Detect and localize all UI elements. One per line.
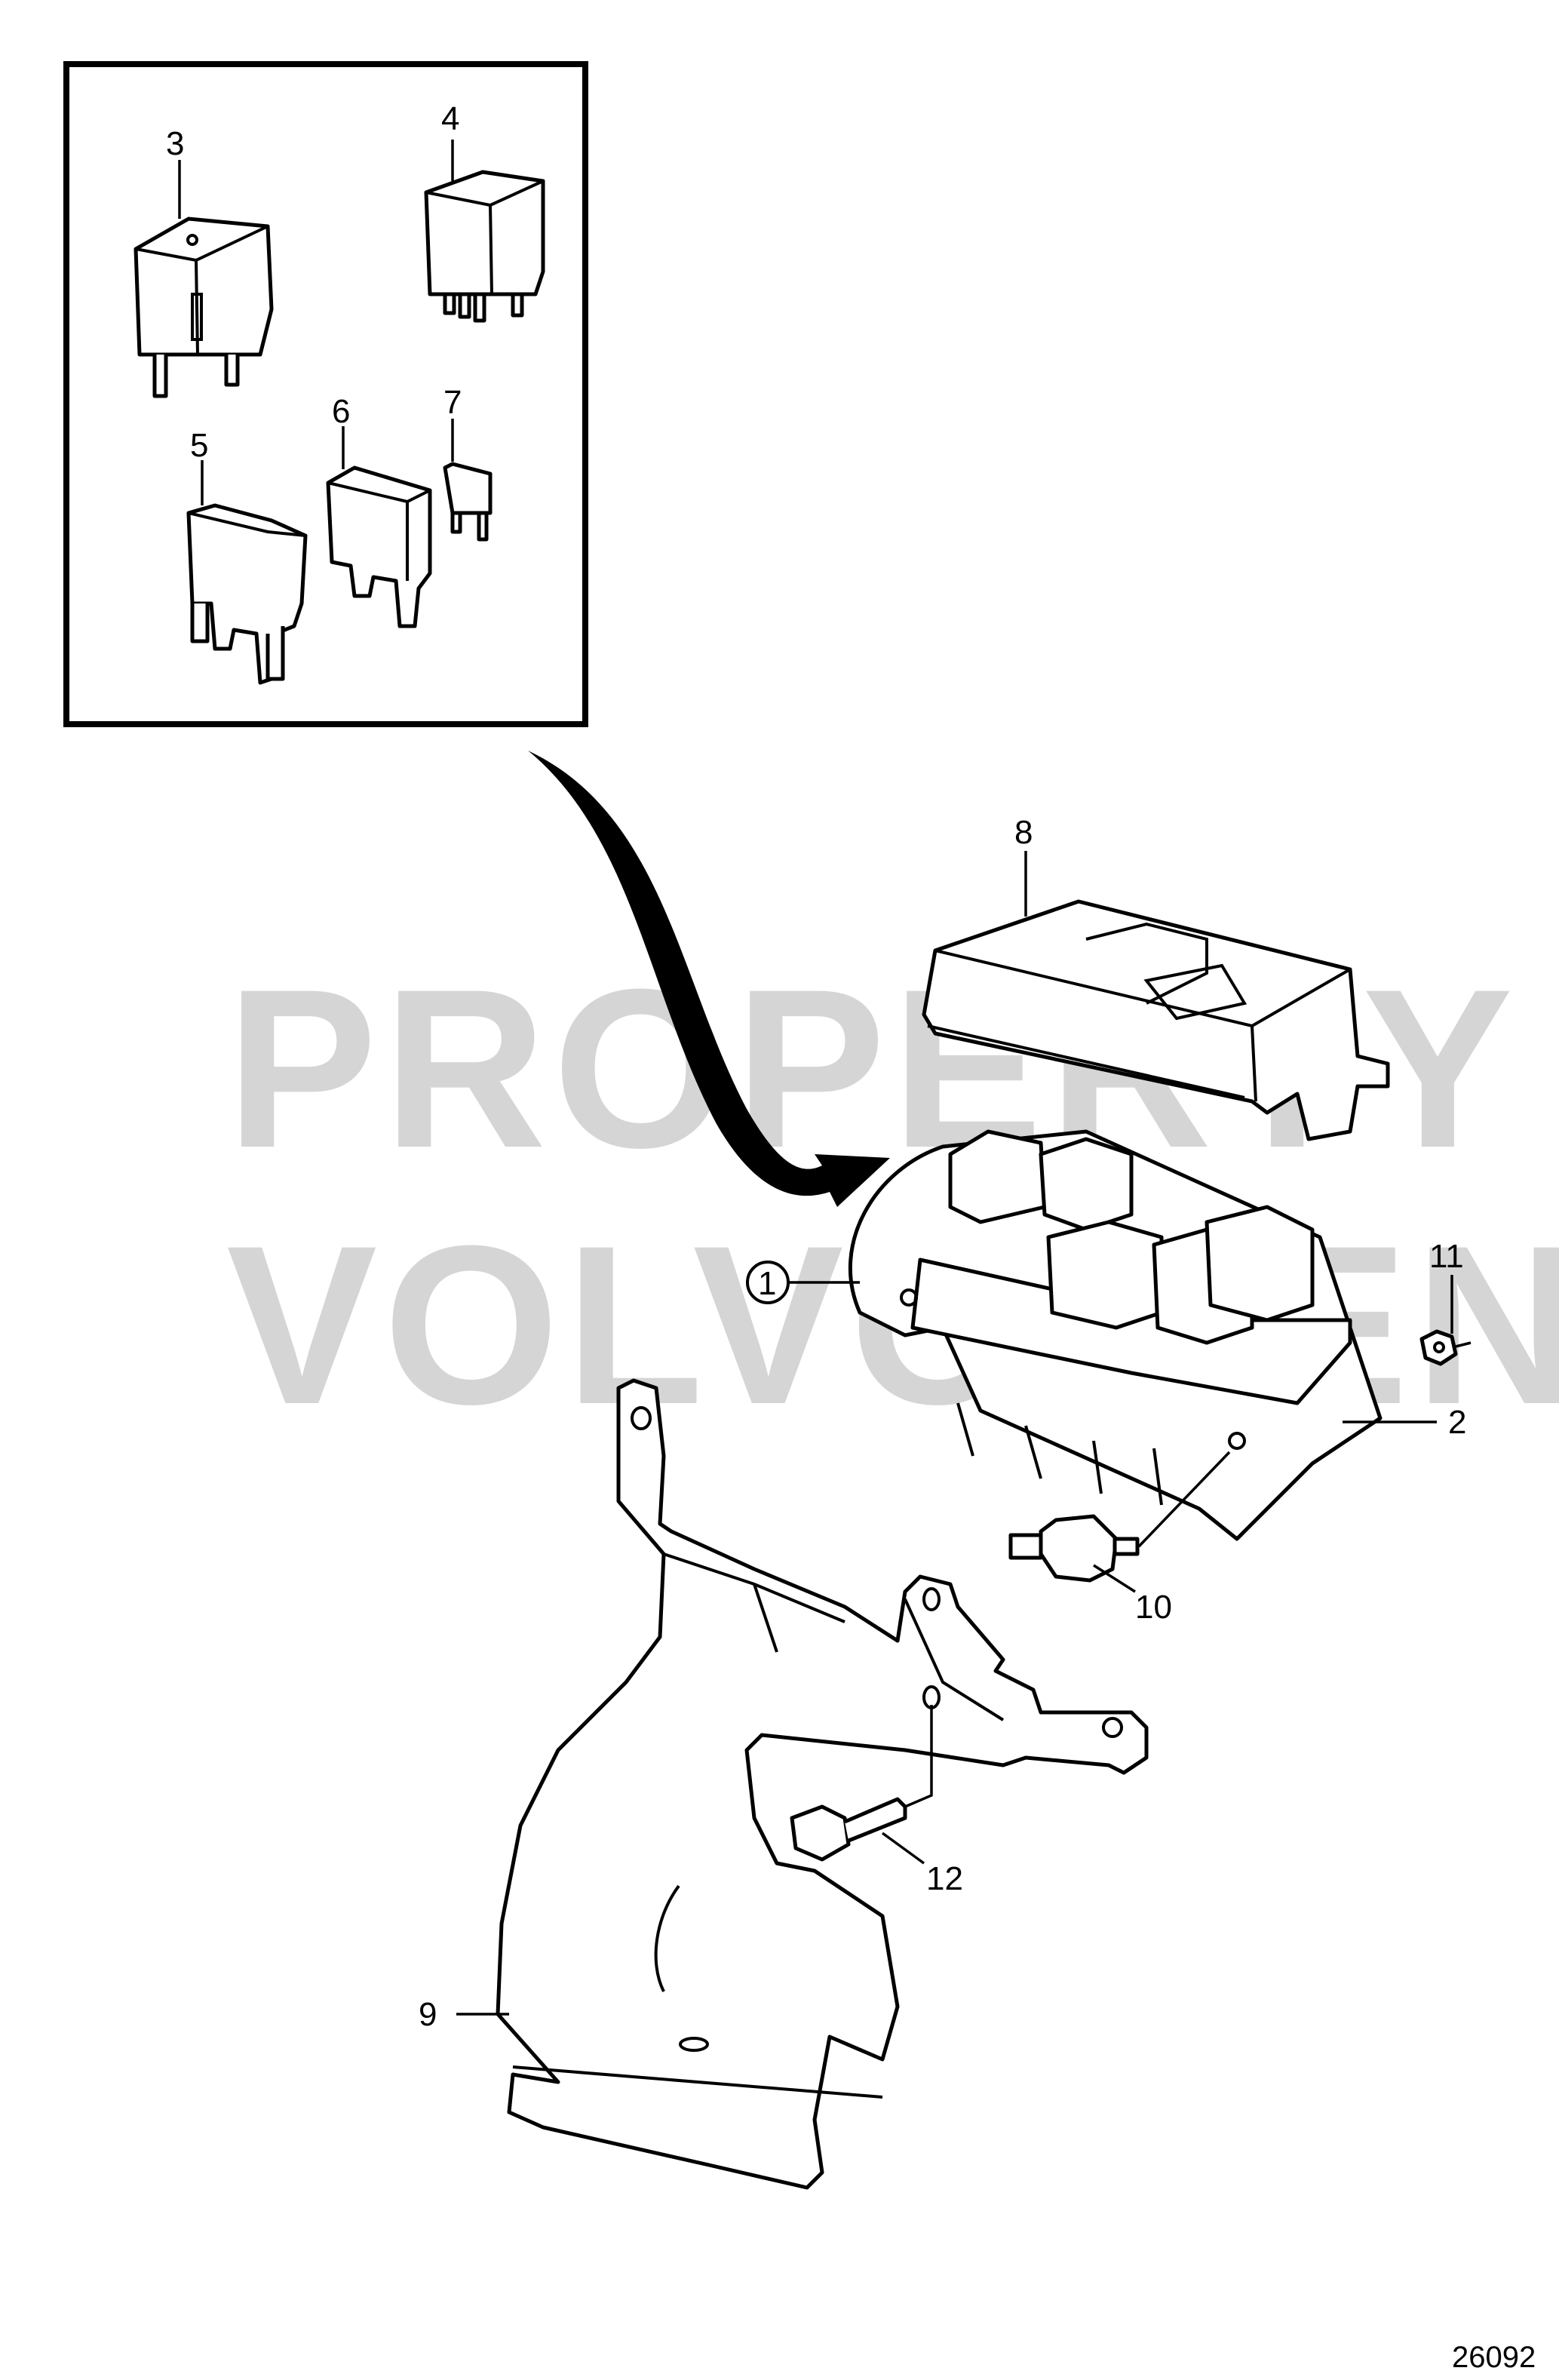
detail-inset-frame	[63, 61, 588, 727]
callout-1: 1	[758, 1265, 776, 1302]
callout-10: 10	[1135, 1589, 1172, 1626]
callout-leaders	[178, 140, 1453, 2016]
callout-5: 5	[190, 427, 208, 464]
callout-8: 8	[1014, 814, 1033, 851]
flange-bolt	[790, 1705, 933, 1862]
nut	[1419, 1329, 1472, 1366]
callout-1-circle	[746, 1261, 790, 1304]
maxi-fuse-medium	[326, 465, 432, 628]
fuse-relay-box	[848, 1129, 1383, 1541]
relay-small	[424, 170, 545, 323]
mounting-bracket	[496, 1378, 1149, 2190]
callout-11: 11	[1429, 1238, 1464, 1275]
fuse-box-cover	[922, 899, 1390, 1141]
rubber-mount	[1008, 1451, 1231, 1583]
callout-2: 2	[1448, 1404, 1466, 1441]
mini-fuse	[443, 462, 493, 542]
callout-12: 12	[926, 1860, 963, 1897]
callout-labels: 3 4 5 6 7 8 1 11 2 10 12 9	[166, 100, 1466, 2033]
curved-pointer-arrow	[528, 751, 890, 1207]
callout-9: 9	[419, 1996, 437, 2033]
callout-4: 4	[441, 100, 459, 137]
callout-7: 7	[443, 384, 462, 421]
maxi-fuse-large	[186, 503, 308, 685]
callout-6: 6	[332, 393, 350, 430]
figure-number: 26092	[1452, 2341, 1536, 2374]
relay-large	[133, 217, 274, 398]
callout-3: 3	[166, 125, 184, 162]
